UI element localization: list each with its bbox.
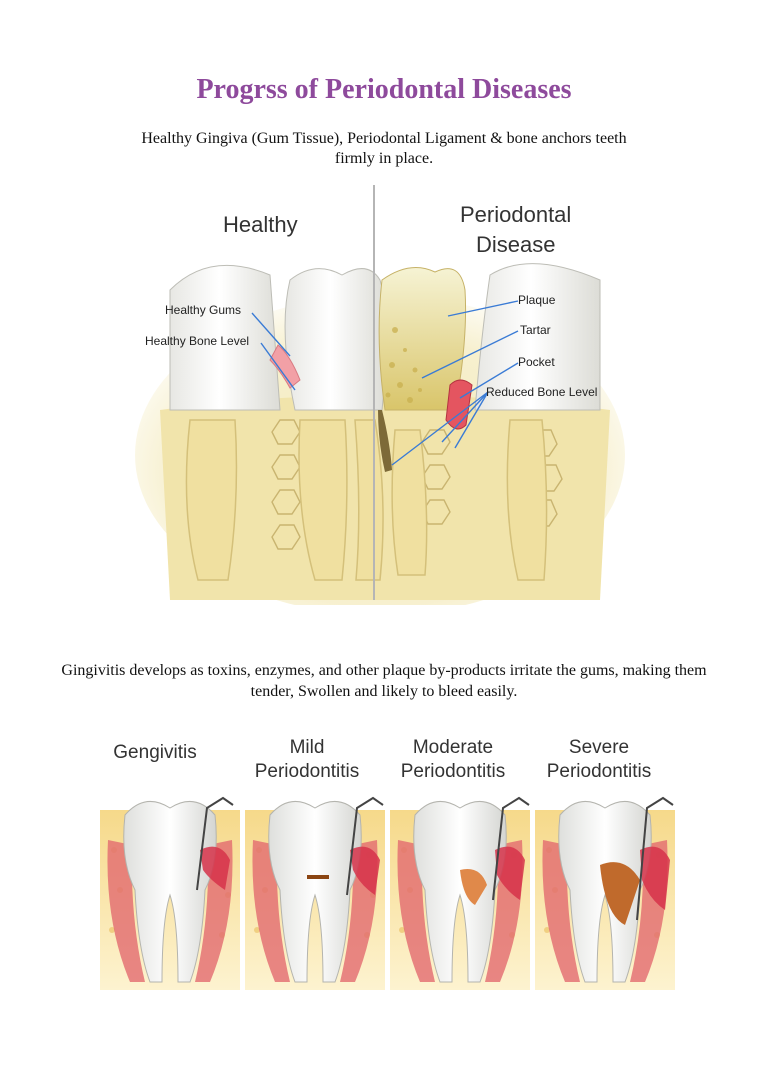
stage-3-label-line1: Moderate	[413, 737, 493, 758]
stage-2-label-line1: Mild	[290, 737, 325, 758]
bone-loss-gap	[378, 410, 392, 472]
disease-heading-line1: Periodontal	[460, 202, 571, 227]
stage-4-label-line2: Periodontitis	[547, 761, 652, 782]
tartar-deposits	[385, 327, 422, 403]
healthy-gums-label: Healthy Gums	[165, 303, 241, 317]
tartar-label: Tartar	[520, 323, 551, 337]
stage-3-label-line2: Periodontitis	[401, 761, 506, 782]
callout-lines	[251, 300, 519, 466]
diseased-tooth	[378, 263, 601, 472]
disease-heading-line2: Disease	[476, 232, 555, 257]
healthy-bone-label: Healthy Bone Level	[145, 334, 249, 348]
stage-2-label-line2: Periodontitis	[255, 761, 360, 782]
stage-4-severe-periodontitis	[534, 796, 675, 991]
tooth-roots	[185, 419, 548, 581]
stage-4-label-line1: Severe	[569, 737, 629, 758]
plaque-label: Plaque	[518, 293, 556, 307]
reduced-bone-label: Reduced Bone Level	[486, 385, 597, 399]
page-title: Progrss of Periodontal Diseases	[196, 74, 572, 105]
stage-2-mild-periodontitis	[244, 796, 386, 991]
stage-1-label-line1: Gengivitis	[113, 742, 196, 763]
healthy-gum-tissue	[269, 344, 301, 389]
stage-3-moderate-periodontitis	[389, 796, 531, 991]
intro-text: Healthy Gingiva (Gum Tissue), Periodonta…	[141, 130, 627, 167]
periodontitis-stages-illustration: Gengivitis Mild Periodontitis Moderate P…	[95, 720, 675, 1000]
healthy-heading: Healthy	[223, 212, 298, 237]
gingivitis-text: Gingivitis develops as toxins, enzymes, …	[61, 662, 707, 700]
stage-1-gingivitis	[99, 796, 241, 991]
healthy-vs-disease-illustration: Healthy Periodontal Disease Healthy Gums…	[130, 180, 635, 605]
healthy-tooth	[169, 264, 388, 411]
pocket-label: Pocket	[518, 355, 555, 369]
